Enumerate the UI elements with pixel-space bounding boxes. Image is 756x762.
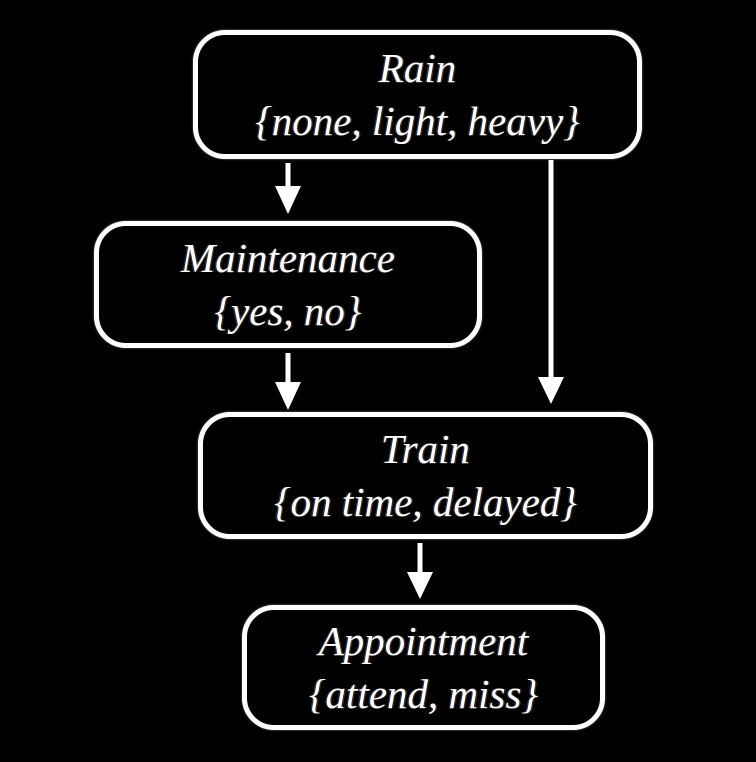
node-appointment: Appointment {attend, miss} (242, 605, 605, 730)
edge-maintenance-to-train-arrow (275, 353, 301, 410)
node-rain-values: {none, light, heavy} (255, 97, 580, 144)
edge-rain-to-train-arrow (538, 160, 564, 404)
edge-rain-to-maintenance-arrow (275, 163, 301, 214)
node-train: Train {on time, delayed} (198, 412, 653, 539)
node-appointment-values: {attend, miss} (309, 670, 538, 717)
node-rain: Rain {none, light, heavy} (193, 30, 642, 159)
node-train-label: Train (381, 425, 470, 472)
node-maintenance: Maintenance {yes, no} (94, 221, 482, 348)
node-maintenance-values: {yes, no} (214, 287, 362, 334)
node-rain-label: Rain (378, 44, 457, 91)
node-appointment-label: Appointment (318, 617, 529, 664)
node-maintenance-label: Maintenance (180, 234, 396, 281)
edge-train-to-appointment-arrow (407, 543, 433, 599)
node-train-values: {on time, delayed} (274, 478, 577, 525)
